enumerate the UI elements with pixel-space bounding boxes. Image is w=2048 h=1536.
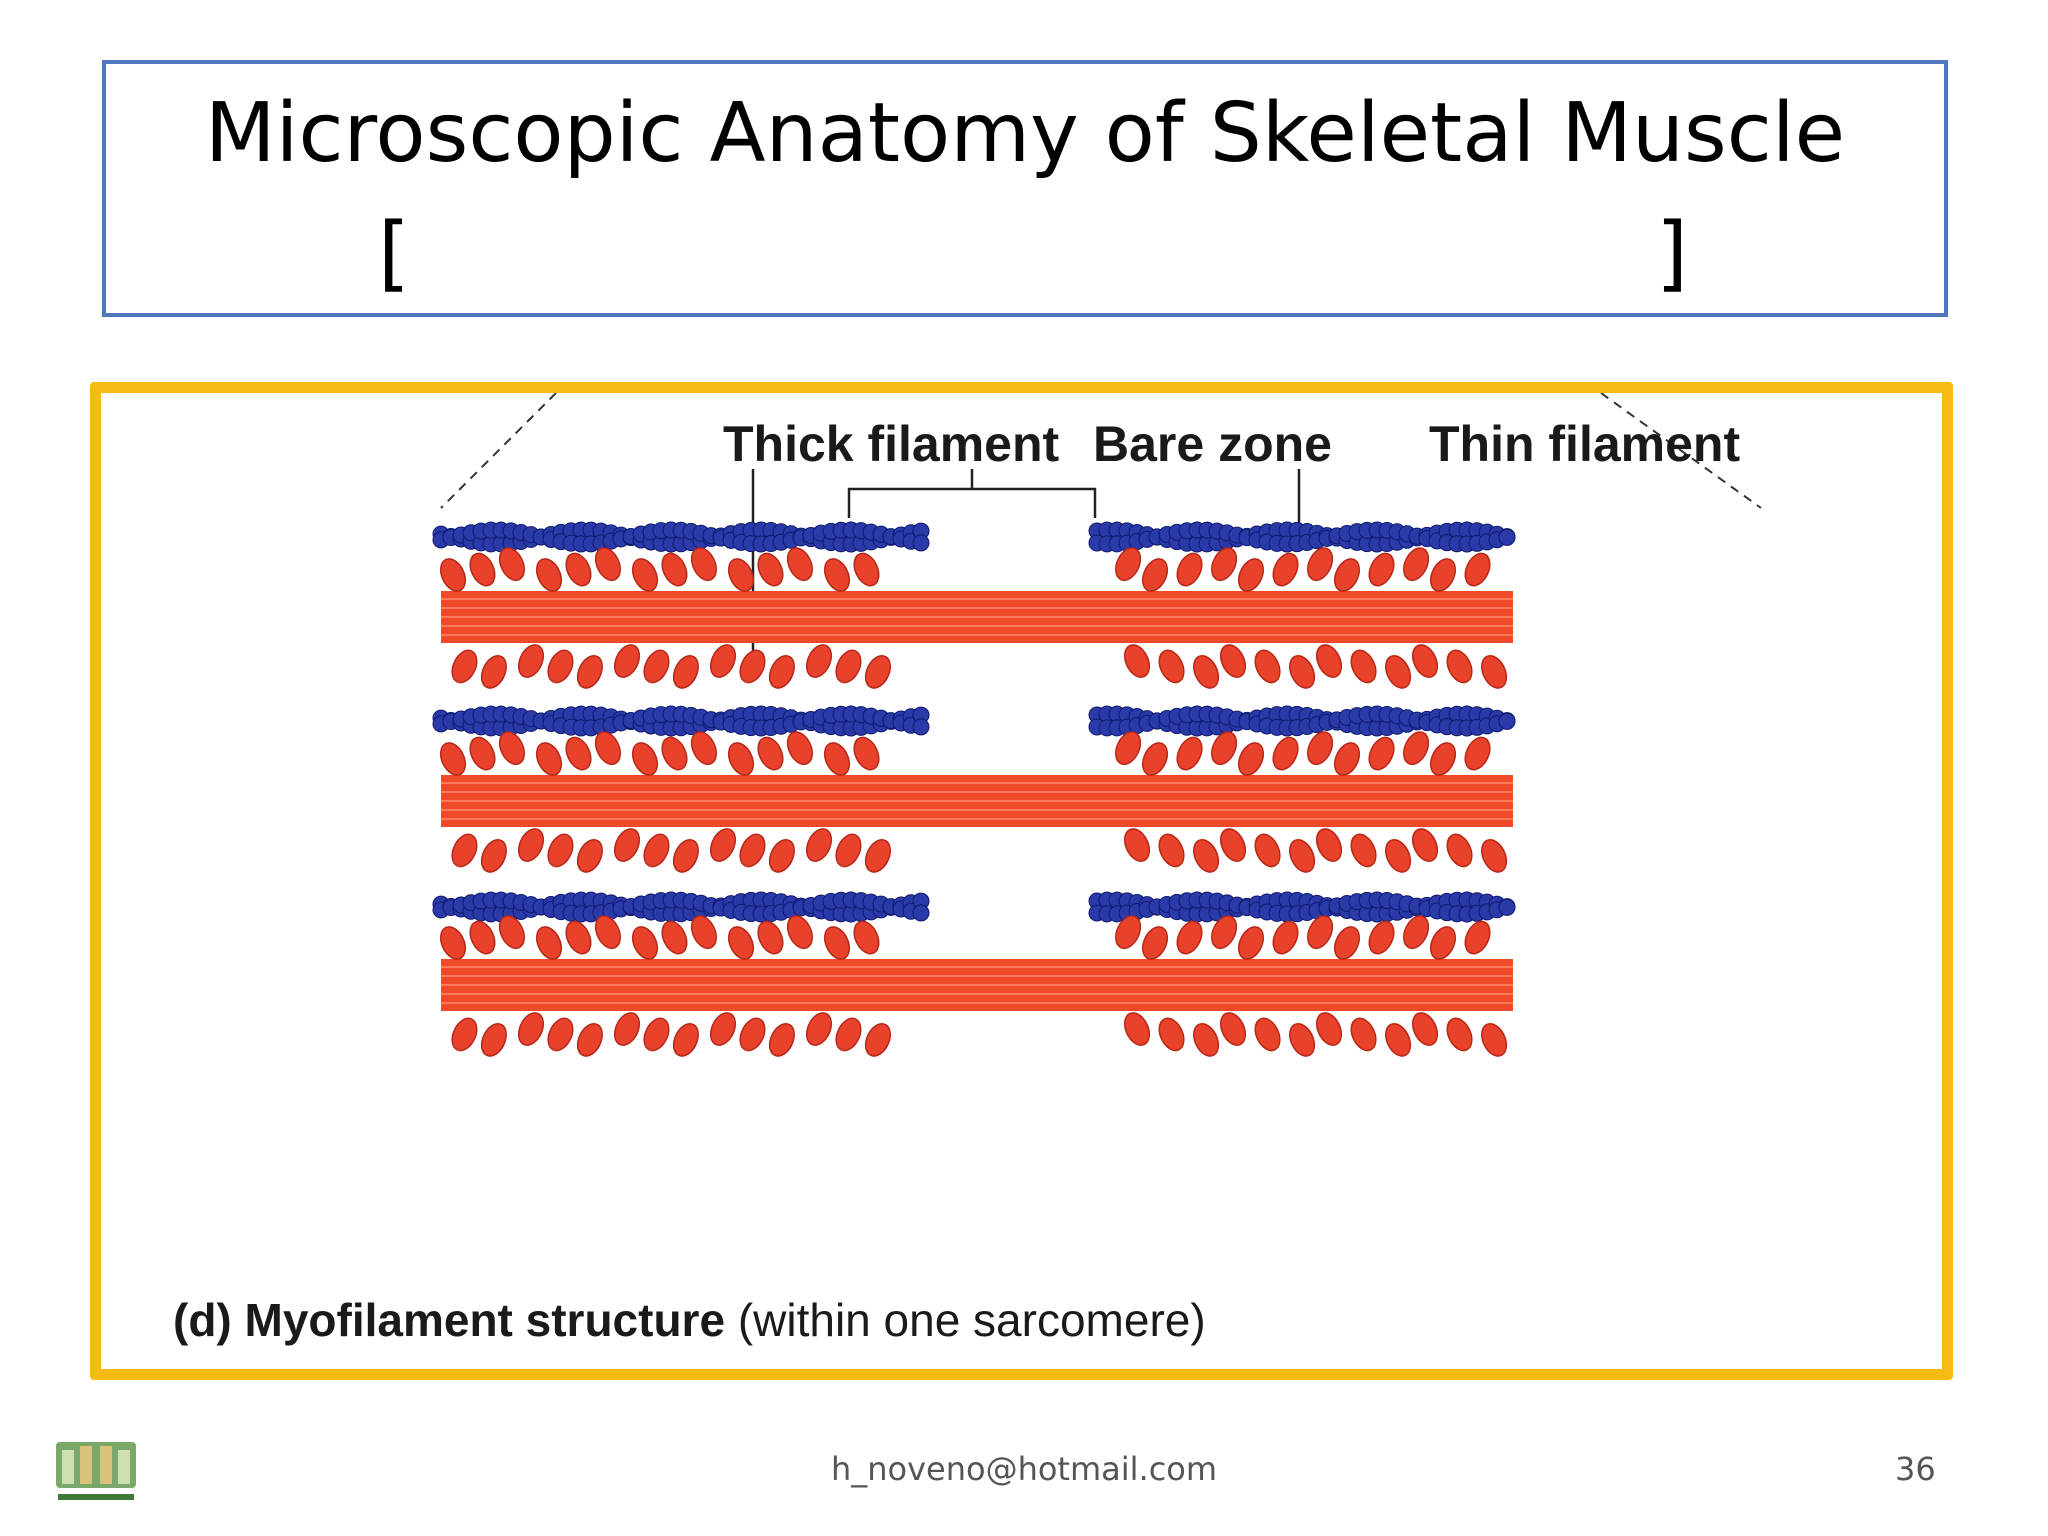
- thick-filament: [439, 915, 1513, 1057]
- thin-filament: [1088, 521, 1516, 553]
- label-thin-filament: Thin filament: [1429, 416, 1741, 472]
- thin-filament: [1088, 705, 1516, 737]
- thin-filament: [1088, 891, 1516, 923]
- label-bare-zone: Bare zone: [1093, 416, 1332, 472]
- bracket-close: ]: [1656, 206, 1688, 301]
- bare-zone-bracket: [847, 469, 1097, 518]
- university-logo: [48, 1432, 144, 1517]
- thick-filament: [439, 731, 1513, 873]
- page-number: 36: [1895, 1450, 1936, 1488]
- thin-filament: [432, 705, 930, 737]
- guide-line-left: [440, 393, 557, 509]
- title-box: Microscopic Anatomy of Skeletal Muscle […: [102, 60, 1948, 317]
- caption-bold: (d) Myofilament structure: [173, 1294, 726, 1346]
- slide-title: Microscopic Anatomy of Skeletal Muscle: [204, 86, 1846, 181]
- bracket-open: [: [378, 206, 410, 301]
- footer-email: h_noveno@hotmail.com: [830, 1450, 1218, 1488]
- myofilament-diagram: [432, 393, 1762, 1057]
- thick-filament: [439, 547, 1513, 689]
- caption-rest: (within one sarcomere): [725, 1294, 1206, 1346]
- thin-filament: [432, 521, 930, 553]
- figure-caption: (d) Myofilament structure (within one sa…: [173, 1293, 1206, 1347]
- figure-frame: Thick filament Bare zone Thin filament (…: [90, 382, 1953, 1380]
- label-thick-filament: Thick filament: [723, 416, 1060, 472]
- guide-line-right: [1600, 393, 1762, 509]
- thin-filament: [432, 891, 930, 923]
